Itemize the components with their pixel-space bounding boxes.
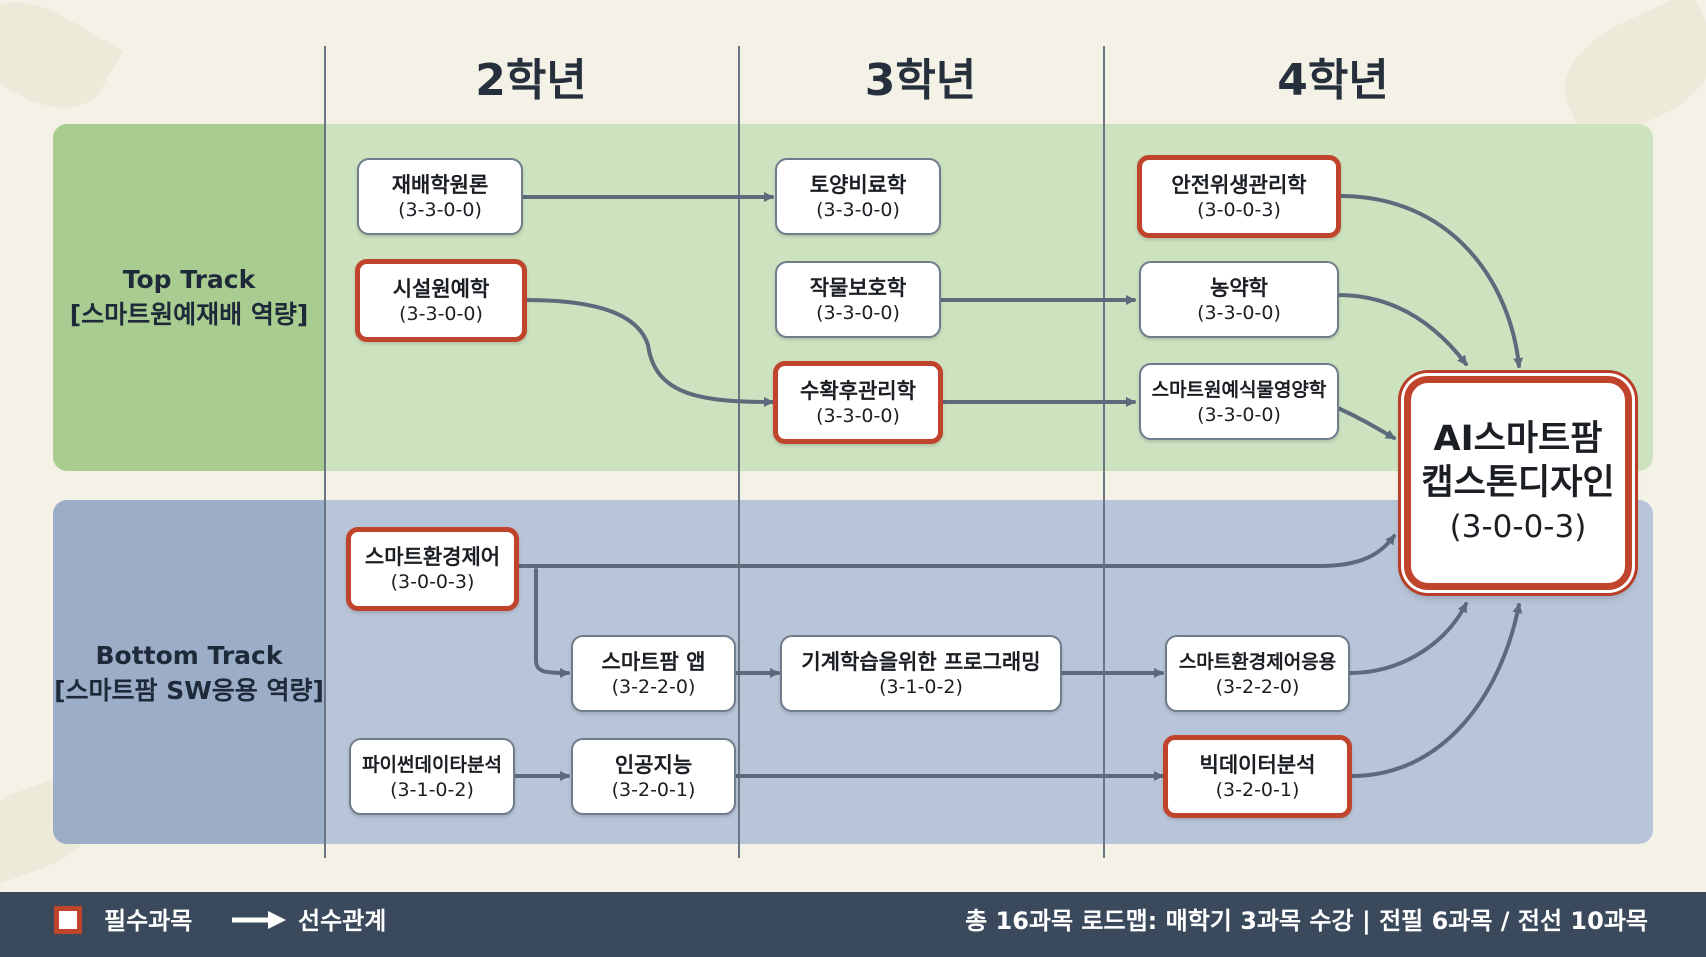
course-c8[interactable]: 스마트원예식물영양학 (3-3-0-0) bbox=[1139, 363, 1339, 440]
required-course-swatch bbox=[54, 906, 82, 934]
course-credits: (3-0-0-3) bbox=[390, 571, 475, 593]
bottom-track-label: Bottom Track [스마트팜 SW응용 역량] bbox=[53, 638, 325, 708]
course-name: 스마트환경제어 bbox=[364, 545, 501, 569]
arrow-c14-capstone bbox=[1348, 602, 1468, 675]
top-track-label-panel bbox=[53, 124, 325, 471]
course-c15[interactable]: 빅데이터분석 (3-2-0-1) bbox=[1163, 735, 1352, 818]
course-credits: (3-2-2-0) bbox=[611, 675, 696, 698]
course-capstone[interactable]: AI스마트팜 캡스톤디자인 (3-0-0-3) bbox=[1404, 376, 1632, 590]
prerequisite-arrow-icon bbox=[232, 911, 286, 929]
column-divider bbox=[1103, 46, 1105, 858]
course-c1[interactable]: 재배학원론 (3-3-0-0) bbox=[357, 158, 523, 235]
arrow-c9-c10 bbox=[534, 568, 570, 678]
course-c6[interactable]: 안전위생관리학 (3-0-0-3) bbox=[1137, 155, 1341, 238]
course-summary: 총 16과목 로드맵: 매학기 3과목 수강 | 전필 6과목 / 전선 10과… bbox=[965, 907, 1648, 935]
top-track-title: Top Track bbox=[122, 265, 256, 294]
top-track-label: Top Track [스마트원예재배 역량] bbox=[53, 262, 325, 332]
course-name: 스마트환경제어응용 bbox=[1178, 650, 1337, 673]
arrow-c6-capstone bbox=[1338, 194, 1524, 368]
course-c14[interactable]: 스마트환경제어응용 (3-2-2-0) bbox=[1165, 635, 1350, 712]
legend-footer: 필수과목 선수관계 총 16과목 로드맵: 매학기 3과목 수강 | 전필 6과… bbox=[0, 892, 1706, 957]
year-header-3: 3학년 bbox=[864, 55, 977, 106]
course-credits: (3-0-0-3) bbox=[1197, 198, 1281, 221]
course-name: 스마트팜 앱 bbox=[601, 649, 706, 674]
course-credits: (3-3-0-0) bbox=[1197, 403, 1281, 426]
course-name: 인공지능 bbox=[614, 752, 693, 777]
bottom-track-label-panel bbox=[53, 500, 325, 844]
course-credits: (3-2-2-0) bbox=[1215, 675, 1300, 698]
course-c5[interactable]: 수확후관리학 (3-3-0-0) bbox=[773, 361, 943, 444]
course-name: 수확후관리학 bbox=[800, 378, 916, 403]
course-credits: (3-3-0-0) bbox=[816, 404, 900, 427]
course-c11[interactable]: 파이썬데이타분석 (3-1-0-2) bbox=[349, 738, 515, 815]
course-credits: (3-2-0-1) bbox=[611, 778, 696, 801]
year-header-2: 2학년 bbox=[475, 55, 587, 106]
bottom-track-title: Bottom Track bbox=[95, 641, 283, 670]
course-name: 재배학원론 bbox=[391, 172, 489, 197]
course-c12[interactable]: 인공지능 (3-2-0-1) bbox=[571, 738, 736, 815]
arrow-c15-capstone bbox=[1350, 603, 1523, 778]
course-c10[interactable]: 스마트팜 앱 (3-2-2-0) bbox=[571, 635, 736, 712]
course-credits: (3-3-0-0) bbox=[816, 301, 900, 324]
course-credits: (3-1-0-2) bbox=[390, 778, 474, 801]
course-credits: (3-3-0-0) bbox=[1197, 301, 1281, 324]
arrow-c7-capstone bbox=[1336, 293, 1468, 366]
course-name: 스마트원예식물영양학 bbox=[1151, 378, 1327, 401]
course-name: 농약학 bbox=[1210, 275, 1268, 300]
bottom-track-subtitle: [스마트팜 SW응용 역량] bbox=[54, 676, 324, 705]
legend-required-label: 필수과목 bbox=[104, 907, 193, 935]
capstone-name-line2: 캡스톤디자인 bbox=[1421, 463, 1615, 503]
capstone-credits: (3-0-0-3) bbox=[1449, 509, 1587, 545]
arrow-c2-c5 bbox=[524, 298, 774, 407]
capstone-name-line1: AI스마트팜 bbox=[1433, 419, 1603, 459]
year-header-4: 4학년 bbox=[1277, 55, 1389, 106]
column-divider bbox=[738, 46, 740, 858]
column-divider bbox=[324, 46, 326, 858]
course-c3[interactable]: 토양비료학 (3-3-0-0) bbox=[775, 158, 941, 235]
course-name: 작물보호학 bbox=[809, 275, 907, 300]
course-credits: (3-3-0-0) bbox=[816, 198, 900, 221]
course-credits: (3-3-0-0) bbox=[398, 198, 482, 221]
course-credits: (3-1-0-2) bbox=[879, 675, 963, 698]
legend-prereq-label: 선수관계 bbox=[298, 907, 387, 935]
course-credits: (3-2-0-1) bbox=[1215, 778, 1300, 801]
arrow-c8-capstone bbox=[1336, 406, 1396, 440]
course-c2[interactable]: 시설원예학 (3-3-0-0) bbox=[355, 259, 527, 342]
course-c9[interactable]: 스마트환경제어 (3-0-0-3) bbox=[346, 527, 519, 611]
course-c7[interactable]: 농약학 (3-3-0-0) bbox=[1139, 261, 1339, 338]
course-c4[interactable]: 작물보호학 (3-3-0-0) bbox=[775, 261, 941, 338]
arrow-c9-capstone bbox=[517, 534, 1396, 568]
course-name: 빅데이터분석 bbox=[1199, 752, 1316, 777]
top-track-subtitle: [스마트원예재배 역량] bbox=[69, 300, 309, 329]
course-c13[interactable]: 기계학습을위한 프로그래밍 (3-1-0-2) bbox=[780, 635, 1062, 712]
course-name: 기계학습을위한 프로그래밍 bbox=[801, 649, 1041, 674]
course-name: 파이썬데이타분석 bbox=[362, 753, 502, 776]
course-name: 시설원예학 bbox=[392, 276, 490, 301]
course-credits: (3-3-0-0) bbox=[399, 302, 483, 325]
course-name: 안전위생관리학 bbox=[1171, 172, 1307, 197]
course-name: 토양비료학 bbox=[809, 172, 907, 197]
